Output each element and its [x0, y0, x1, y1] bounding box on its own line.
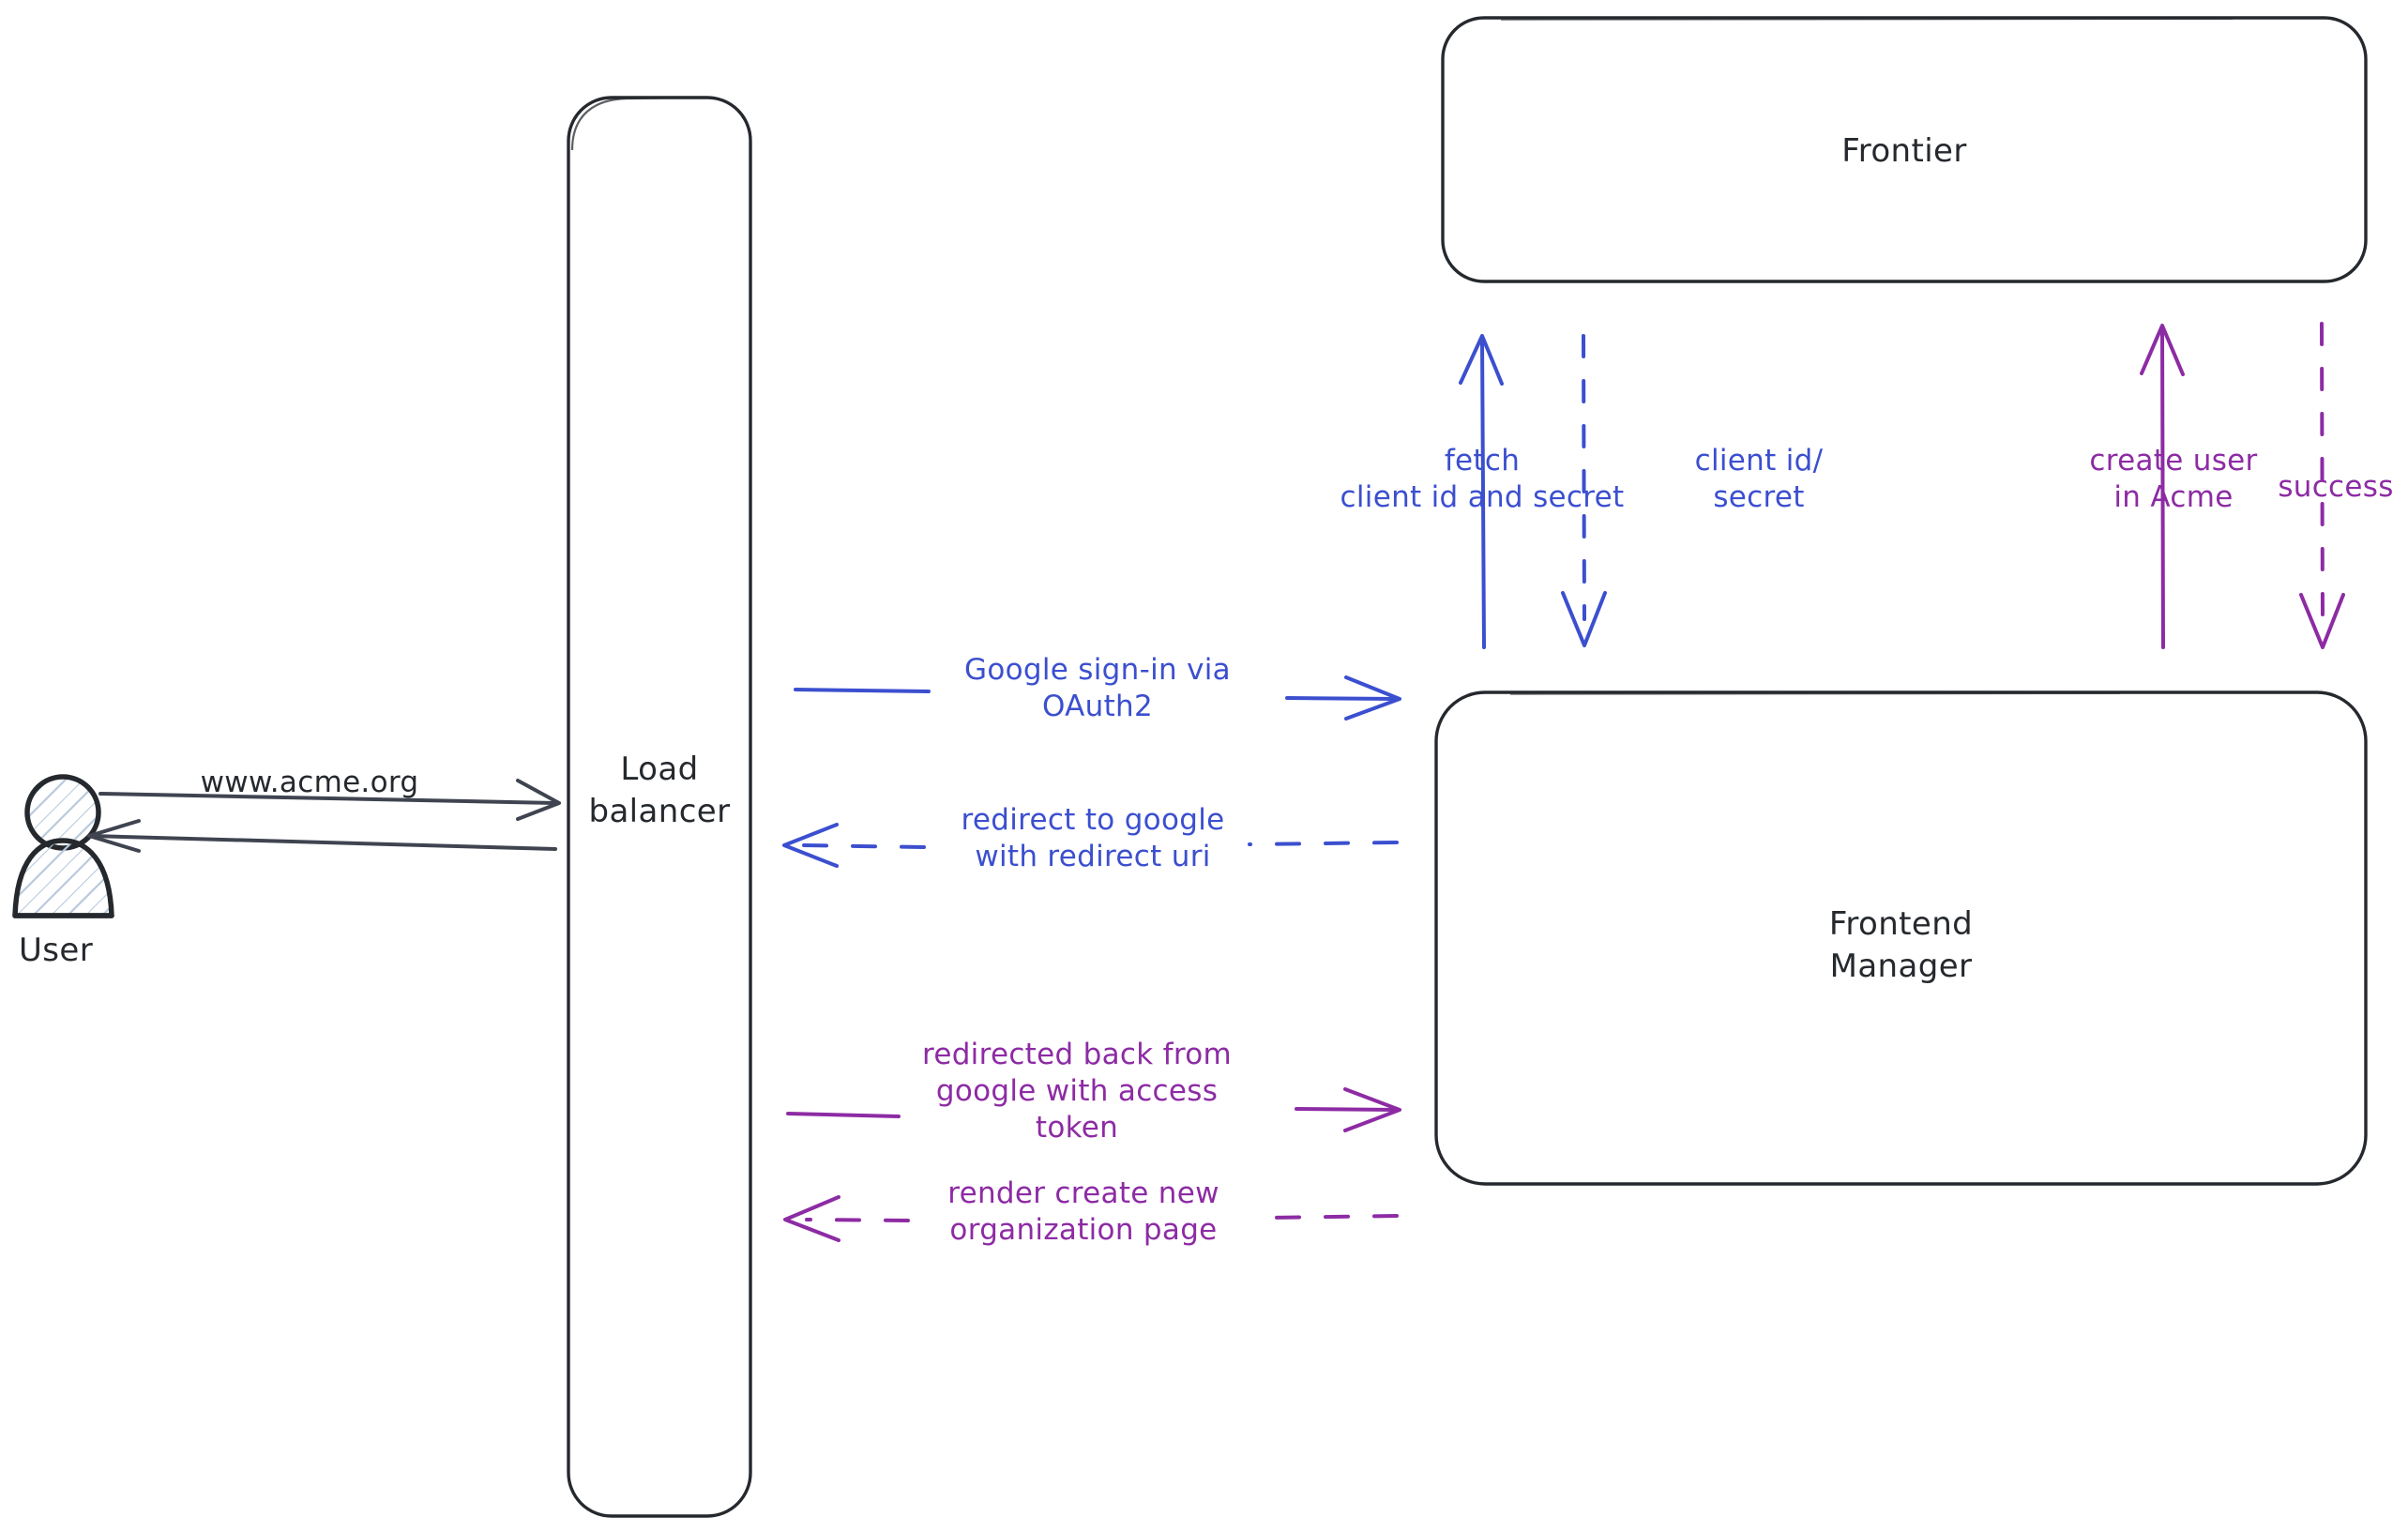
edge-lb-to-user-arrow	[87, 819, 557, 853]
node-load-balancer-label: Load balancer	[588, 751, 731, 830]
actor-user-label: User	[19, 932, 94, 969]
edge-redirected-back-arrow	[786, 1087, 1401, 1132]
node-frontier-shape[interactable]	[1441, 16, 2368, 283]
node-frontend-manager-label: Frontend Manager	[1828, 905, 1974, 985]
edge-google-signin-arrow	[794, 675, 1401, 720]
edge-create-user-arrow	[2140, 324, 2185, 649]
edge-user-to-lb-arrow	[98, 779, 561, 821]
edge-render-org-page-arrow	[783, 1195, 1399, 1242]
edge-label-client-id-secret: client id/ secret	[1694, 444, 1824, 514]
edge-label-fetch-credentials: fetch client id and secret	[1340, 444, 1625, 514]
edge-label-create-user: create user in Acme	[2089, 444, 2258, 514]
edge-label-redirect-to-google: redirect to google with redirect uri	[961, 803, 1225, 873]
edge-label-render-org-page: render create new organization page	[947, 1176, 1219, 1247]
node-load-balancer-shape[interactable]	[567, 96, 752, 1518]
edge-label-user-to-lb: www.acme.org	[200, 766, 419, 799]
edge-label-redirected-back: redirected back from google with access …	[921, 1038, 1233, 1145]
edge-client-id-secret-arrow	[1561, 334, 1607, 647]
edge-label-success: success	[2278, 470, 2394, 504]
edge-success-arrow	[2299, 322, 2345, 649]
node-frontend-manager-shape[interactable]	[1434, 690, 2368, 1186]
node-frontier-label: Frontier	[1841, 132, 1967, 170]
actor-user	[12, 774, 114, 918]
edge-label-google-signin: Google sign-in via OAuth2	[964, 653, 1231, 723]
edge-redirect-to-google-arrow	[782, 823, 1399, 868]
edge-fetch-credentials-arrow	[1459, 334, 1504, 649]
